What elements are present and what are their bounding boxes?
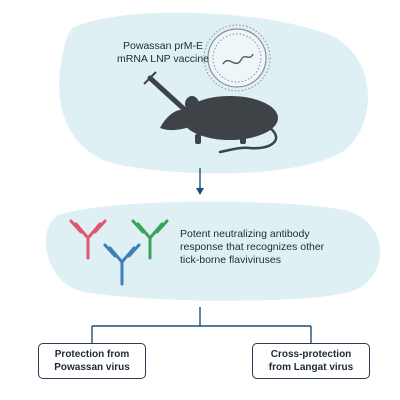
lipid-nanoparticle-icon <box>203 24 271 92</box>
branch-connector <box>91 307 312 343</box>
antibody-icon <box>131 219 169 260</box>
outcome-box-powassan: Protection from Powassan virus <box>38 343 146 379</box>
vaccine-background-blob <box>59 12 368 174</box>
outcome-box-langat: Cross-protection from Langat virus <box>252 343 370 379</box>
antibody-icon <box>69 219 107 260</box>
response-label: Potent neutralizing antibody response th… <box>180 228 325 266</box>
vaccine-label: Powassan prM-E mRNA LNP vaccine <box>116 40 209 65</box>
arrow-down-head <box>196 188 204 195</box>
antibody-icon <box>103 243 141 286</box>
response-background-blob <box>45 201 381 301</box>
mouse-icon <box>160 96 278 154</box>
